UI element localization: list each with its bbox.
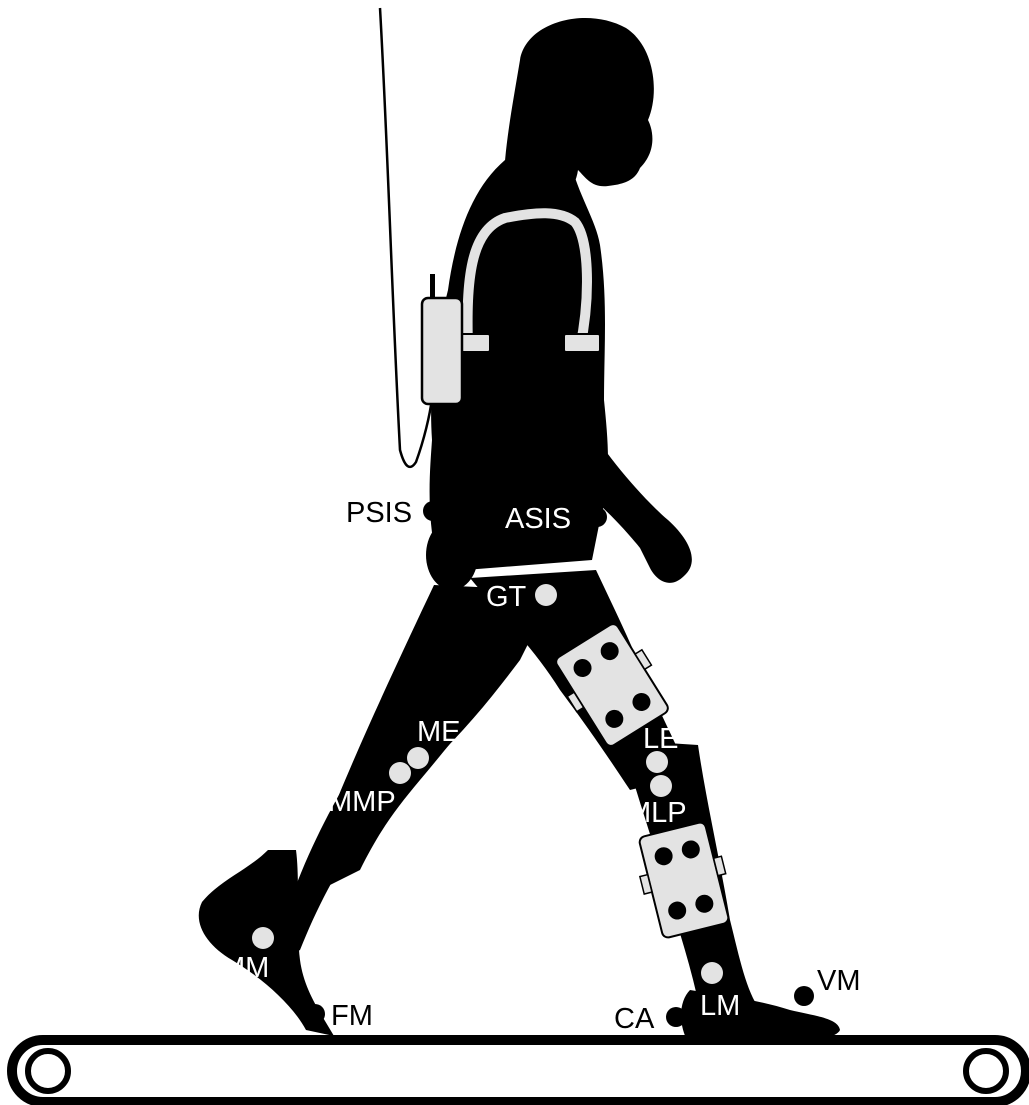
le-label: LE [643, 723, 678, 755]
strap-clip-front [564, 334, 600, 352]
asis-label: ASIS [505, 503, 571, 535]
mm-label: MM [221, 952, 269, 984]
treadmill-roller-left [28, 1051, 68, 1091]
fm-marker [305, 1004, 325, 1024]
gt-marker [535, 584, 557, 606]
me-marker [407, 747, 429, 769]
mmp-marker [389, 762, 411, 784]
asis-marker [587, 507, 607, 527]
gt-label: GT [486, 581, 527, 613]
treadmill-icon [12, 1040, 1026, 1102]
mm-marker [252, 927, 274, 949]
treadmill-roller-right [966, 1051, 1006, 1091]
mlp-marker [650, 775, 672, 797]
lm-marker [701, 962, 723, 984]
psis-label: PSIS [346, 497, 412, 529]
fm-label: FM [331, 1000, 373, 1032]
vm-marker [794, 986, 814, 1006]
vm-label: VM [817, 965, 861, 997]
mlp-label: MLP [627, 797, 687, 829]
psis-marker [423, 501, 443, 521]
ca-marker [666, 1007, 686, 1027]
ca-label: CA [614, 1003, 655, 1035]
buttock [426, 520, 478, 590]
me-label: ME [417, 716, 461, 748]
mmp-label: MMP [328, 786, 396, 818]
arm [592, 440, 692, 583]
lm-label: LM [700, 990, 740, 1022]
